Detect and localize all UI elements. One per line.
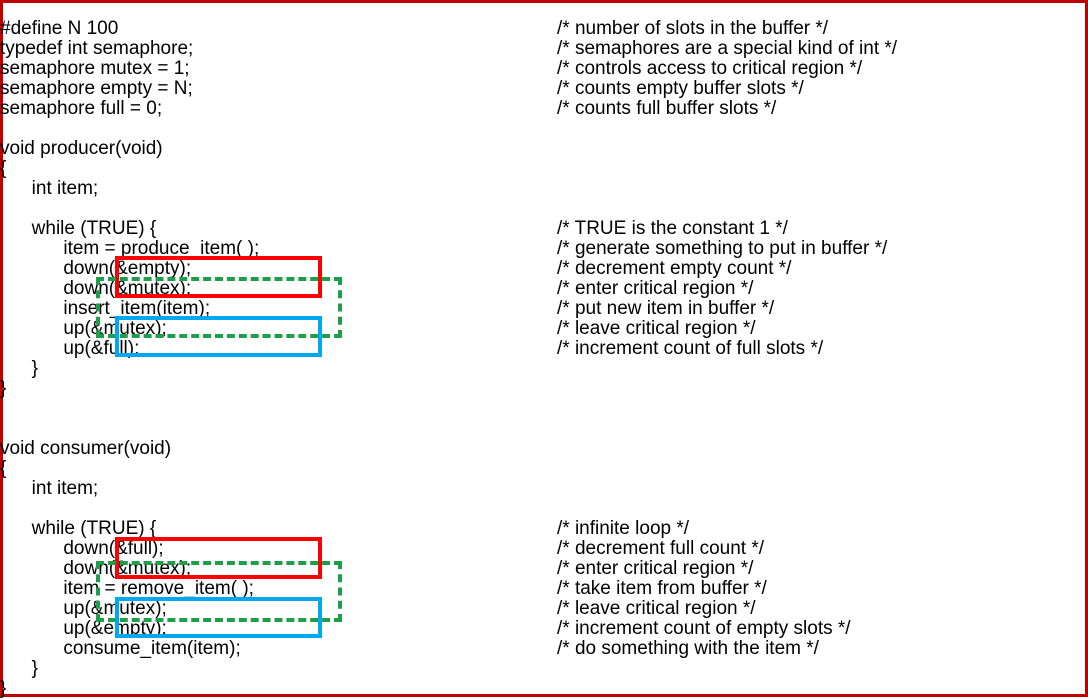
code-comment: /* enter critical region */ <box>557 558 754 579</box>
code-line: down(&mutex); <box>0 558 192 579</box>
code-comment: /* counts empty buffer slots */ <box>557 78 804 99</box>
code-line: while (TRUE) { <box>0 518 157 539</box>
code-line: { <box>0 158 7 179</box>
code-line: consume_item(item); <box>0 638 241 659</box>
code-comment: /* infinite loop */ <box>557 518 690 539</box>
code-line: item = produce_item( ); <box>0 238 260 259</box>
code-comment: /* number of slots in the buffer */ <box>557 18 829 39</box>
code-line: } <box>0 678 7 699</box>
code-line: semaphore full = 0; <box>0 98 163 119</box>
code-comment: /* decrement empty count */ <box>557 258 792 279</box>
code-comment: /* increment count of empty slots */ <box>557 618 851 639</box>
code-line: int item; <box>0 478 99 499</box>
code-line: semaphore mutex = 1; <box>0 58 190 79</box>
code-comment: /* take item from buffer */ <box>557 578 767 599</box>
code-line: { <box>0 458 7 479</box>
code-line: down(&full); <box>0 538 164 559</box>
code-line: #define N 100 <box>0 18 119 39</box>
code-comment: /* do something with the item */ <box>557 638 819 659</box>
code-line: while (TRUE) { <box>0 218 157 239</box>
code-line: insert_item(item); <box>0 298 211 319</box>
code-comment: /* semaphores are a special kind of int … <box>557 38 898 59</box>
code-line: } <box>0 658 39 679</box>
code-comment: /* controls access to critical region */ <box>557 58 863 79</box>
code-line: semaphore empty = N; <box>0 78 193 99</box>
code-comment: /* generate something to put in buffer *… <box>557 238 888 259</box>
code-line: item = remove_item( ); <box>0 578 254 599</box>
code-comment: /* increment count of full slots */ <box>557 338 824 359</box>
code-comment: /* enter critical region */ <box>557 278 754 299</box>
code-line: void consumer(void) <box>0 438 172 459</box>
code-line: typedef int semaphore; <box>0 38 194 59</box>
code-line: void producer(void) <box>0 138 163 159</box>
code-line: up(&mutex); <box>0 318 167 339</box>
code-comment: /* TRUE is the constant 1 */ <box>557 218 788 239</box>
code-line: up(&mutex); <box>0 598 167 619</box>
code-comment: /* counts full buffer slots */ <box>557 98 777 119</box>
code-comment: /* decrement full count */ <box>557 538 764 559</box>
code-line: } <box>0 378 7 399</box>
code-line: up(&full); <box>0 338 140 359</box>
code-line: int item; <box>0 178 99 199</box>
code-comment: /* put new item in buffer */ <box>557 298 775 319</box>
code-comment: /* leave critical region */ <box>557 318 756 339</box>
code-line: } <box>0 358 39 379</box>
code-line: down(&mutex); <box>0 278 192 299</box>
code-line: down(&empty); <box>0 258 192 279</box>
code-comment: /* leave critical region */ <box>557 598 756 619</box>
code-line: up(&empty); <box>0 618 167 639</box>
